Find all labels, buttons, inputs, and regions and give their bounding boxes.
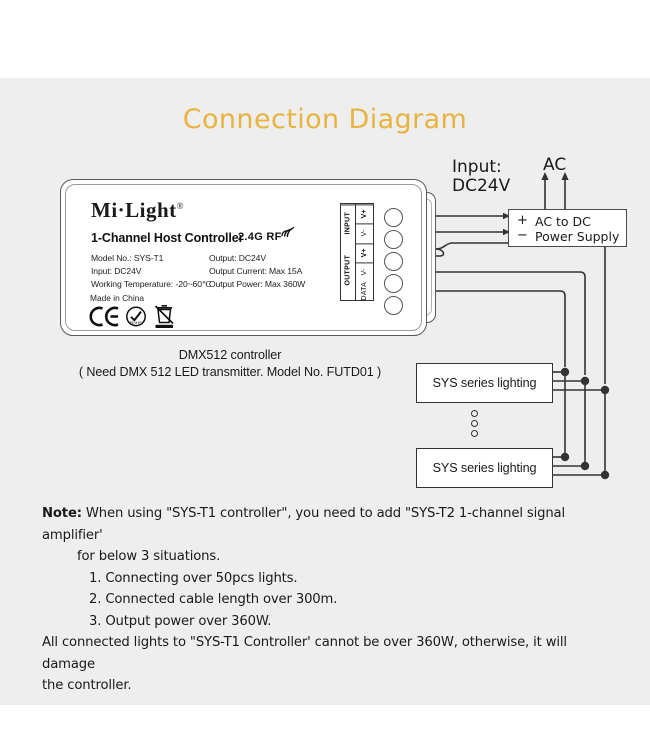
power-supply-box: + − AC to DC Power Supply <box>508 209 627 247</box>
screw-terminal-4 <box>384 274 403 293</box>
spec-input: Input: DC24V <box>91 266 142 276</box>
sys-series-lighting-box-1: SYS series lighting <box>416 363 553 403</box>
wifi-signal-icon <box>281 226 294 237</box>
terminal-group-input: INPUT <box>341 204 356 242</box>
terminal-group-output: OUTPUT <box>344 255 352 286</box>
note-label: Note: <box>42 506 82 521</box>
brand-name: Mi·Light <box>91 198 177 222</box>
screw-terminal-2 <box>384 230 403 249</box>
ce-mark-icon <box>89 306 119 327</box>
rf-badge-label: 2.4G RF <box>238 231 282 243</box>
note-line-3: All connected lights to "SYS-T1 Controll… <box>42 635 567 672</box>
spec-output-power: Output Power: Max 360W <box>209 279 306 289</box>
terminal-pin-output-data: DATA <box>361 281 369 300</box>
terminal-pin-output-vminus: V- <box>356 262 373 282</box>
note-line-2: for below 3 situations. <box>77 549 221 564</box>
sys-series-lighting-box-2: SYS series lighting <box>416 448 553 488</box>
screw-terminal-3 <box>384 252 403 271</box>
screw-terminal-5 <box>384 296 403 315</box>
psu-positive-terminal: + <box>517 213 528 228</box>
repetition-ellipsis-icon <box>467 410 481 440</box>
note-block: Note: When using "SYS-T1 controller", yo… <box>42 503 622 697</box>
note-line-1-text: When using "SYS-T1 controller", you need… <box>42 506 565 543</box>
device-model-title: 1-Channel Host Controller <box>91 231 244 245</box>
psu-label-line1: AC to DC <box>535 214 591 229</box>
ac-source-label: AC <box>543 155 567 175</box>
psu-negative-terminal: − <box>517 228 528 243</box>
note-line-1: Note: When using "SYS-T1 controller", yo… <box>42 503 622 546</box>
device-inner-border <box>65 184 422 331</box>
terminal-pin-input-vminus: V- <box>356 223 373 243</box>
dmx-caption-line1: DMX512 controller <box>178 348 282 362</box>
terminal-pin-input-vplus: V+ <box>356 204 373 224</box>
certification-marks: RoHS <box>89 304 194 329</box>
input-voltage-line1: Input: <box>452 157 502 177</box>
screw-terminal-1 <box>384 208 403 227</box>
weee-bin-icon <box>154 305 174 328</box>
brand-logo: Mi·Light® <box>91 198 184 223</box>
input-voltage-line2: DC24V <box>452 176 511 196</box>
spec-output: Output: DC24V <box>209 253 266 263</box>
dmx-caption-line2: ( Need DMX 512 LED transmitter. Model No… <box>78 365 382 379</box>
spec-output-current: Output Current: Max 15A <box>209 266 303 276</box>
spec-model-no: Model No.: SYS-T1 <box>91 253 164 263</box>
input-voltage-label: Input: DC24V <box>452 158 510 196</box>
note-line-4: the controller. <box>42 678 132 693</box>
terminal-block-labels: INPUT OUTPUT V+ V- V+ V- DATA <box>340 203 374 301</box>
made-in-label: Made in China <box>90 293 145 303</box>
registered-trademark-icon: ® <box>176 201 185 211</box>
note-item-3: 3. Output power over 360W. <box>89 613 272 629</box>
rohs-mark-icon: RoHS <box>126 306 146 327</box>
spec-working-temperature: Working Temperature: -20~60℃ <box>91 279 212 289</box>
terminal-pin-output-vplus: V+ <box>356 242 373 263</box>
psu-label-line2: Power Supply <box>535 229 620 244</box>
page-title: Connection Diagram <box>182 104 468 135</box>
note-item-1: 1. Connecting over 50pcs lights. <box>89 570 298 586</box>
svg-text:RoHS: RoHS <box>130 320 142 325</box>
dmx-caption: DMX512 controller ( Need DMX 512 LED tra… <box>40 347 420 381</box>
note-item-2: 2. Connected cable length over 300m. <box>89 592 338 607</box>
